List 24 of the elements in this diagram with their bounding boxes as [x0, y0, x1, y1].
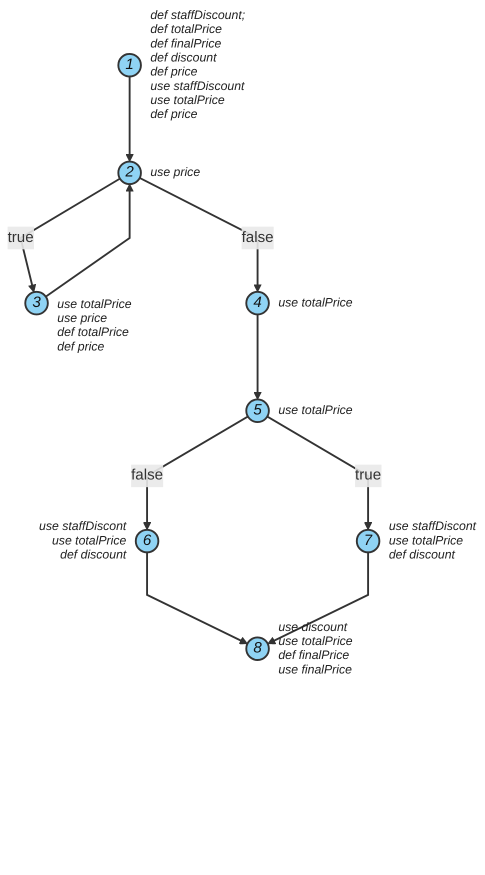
- node-circle: 8: [245, 636, 270, 661]
- edge-label: false: [242, 229, 274, 246]
- annotation-text: def staffDiscount; def totalPrice def finalPrice def discount def price use staffDiscount use totalPrice def price: [150, 8, 246, 122]
- edge-label: true: [355, 467, 382, 484]
- arrow: [267, 552, 370, 644]
- annotation-text: use totalPrice: [278, 403, 353, 418]
- edge-label: false: [131, 467, 164, 484]
- node-circle: 3: [24, 290, 49, 316]
- arrow: [253, 314, 262, 400]
- arrow: [146, 552, 248, 644]
- annotation-text: use staffDiscont use totalPrice def discount: [39, 519, 126, 562]
- node-circle: 1: [117, 52, 142, 78]
- annotation-text: use discount use totalPrice def finalPrice use finalPrice: [278, 620, 353, 676]
- node-circle: 4: [245, 290, 270, 316]
- node-circle: 6: [134, 528, 160, 554]
- arrow: [125, 76, 134, 162]
- annotation-text: use totalPrice: [278, 295, 353, 310]
- node-circle: 2: [117, 160, 142, 186]
- annotation-text: use staffDiscont use totalPrice def discount: [388, 519, 476, 562]
- edge-label: true: [8, 229, 34, 246]
- annotation-text: use price: [150, 165, 200, 180]
- arrow: [45, 184, 134, 298]
- node-circle: 5: [245, 398, 270, 423]
- annotation-text: use totalPrice use price def totalPrice def price: [57, 296, 132, 354]
